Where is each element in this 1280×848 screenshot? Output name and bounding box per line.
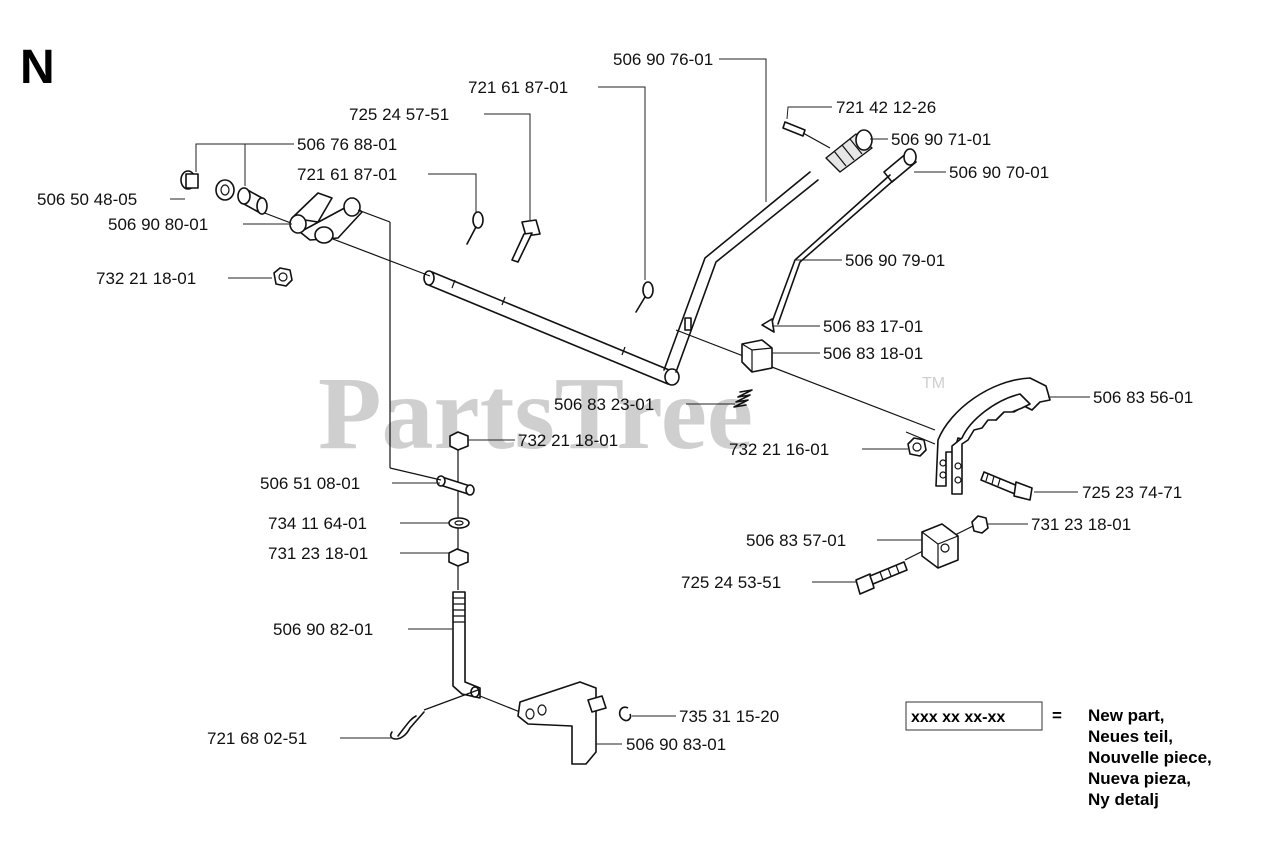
part-label: 506 90 71-01: [891, 130, 991, 149]
part-label: 506 50 48-05: [37, 190, 137, 209]
part-label: 721 42 12-26: [836, 98, 936, 117]
legend: xxx xx xx-xx = New part, Neues teil, Nou…: [905, 701, 1212, 809]
bolt-upper: [511, 219, 541, 263]
hairpin-clip-2: [635, 281, 654, 313]
part-label: 506 83 57-01: [746, 531, 846, 550]
part-labels: 506 90 76-01 721 61 87-01 725 24 57-51 7…: [37, 50, 1193, 754]
part-label: 506 90 83-01: [626, 735, 726, 754]
part-label: 506 90 80-01: [108, 215, 208, 234]
hairpin-bottom: [389, 711, 425, 740]
part-label: 506 51 08-01: [260, 474, 360, 493]
roll-pin: [782, 121, 831, 149]
legend-line: Ny detalj: [1088, 790, 1159, 809]
part-label: 725 24 53-51: [681, 573, 781, 592]
legend-code: xxx xx xx-xx: [911, 709, 1005, 726]
part-label: 506 90 79-01: [845, 251, 945, 270]
bushing-set: [180, 170, 268, 215]
part-label: 506 76 88-01: [297, 135, 397, 154]
hairpin-clip-1: [466, 211, 484, 245]
part-label: 731 23 18-01: [1031, 515, 1131, 534]
part-label: 506 83 23-01: [554, 395, 654, 414]
leader-lines: [170, 58, 1090, 745]
legend-line: Nouvelle piece,: [1088, 748, 1212, 767]
legend-line: Nueva pieza,: [1088, 769, 1191, 788]
pivot-bracket: [289, 192, 363, 244]
notched-sector: [935, 377, 1051, 495]
clamp-bolt: [855, 561, 908, 595]
part-label: 506 83 56-01: [1093, 388, 1193, 407]
sector-nut: [907, 437, 927, 457]
part-label: 506 90 70-01: [949, 163, 1049, 182]
sector-bolt: [980, 471, 1033, 501]
control-lever: [663, 171, 819, 373]
part-label: 506 83 18-01: [823, 344, 923, 363]
link-nut-top: [449, 431, 469, 451]
part-label: 506 90 76-01: [613, 50, 713, 69]
e-clip: [618, 706, 632, 722]
control-rod: [771, 174, 895, 325]
bell-crank: [517, 681, 607, 765]
section-letter: N: [20, 41, 55, 94]
legend-line: Neues teil,: [1088, 727, 1173, 746]
main-shaft: [423, 270, 680, 386]
link-pin: [436, 475, 475, 496]
part-label: 734 11 64-01: [268, 514, 367, 533]
lever-block: [741, 339, 773, 373]
part-label: 735 31 15-20: [679, 707, 779, 726]
washer: [448, 517, 470, 529]
part-label: 732 21 16-01: [729, 440, 829, 459]
legend-box: [905, 701, 1043, 731]
part-label: 506 83 17-01: [823, 317, 923, 336]
part-label: 731 23 18-01: [268, 544, 368, 563]
trademark-symbol: TM: [922, 375, 945, 392]
part-label: 732 21 18-01: [518, 431, 618, 450]
lock-nut-left: [273, 267, 293, 287]
spring: [733, 389, 753, 408]
link-nut-lower: [448, 548, 469, 567]
watermark: PartsTree: [318, 356, 753, 471]
knob: [883, 148, 917, 183]
parts-drawing: [180, 121, 1051, 765]
part-label: 721 61 87-01: [468, 78, 568, 97]
handle-grip: [825, 129, 873, 173]
nut-right: [971, 515, 989, 534]
part-label: 721 61 87-01: [297, 165, 397, 184]
part-label: 506 90 82-01: [273, 620, 373, 639]
part-label: 721 68 02-51: [207, 729, 307, 748]
clamp-block: [921, 523, 959, 569]
part-label: 725 23 74-71: [1082, 483, 1182, 502]
part-label: 725 24 57-51: [349, 105, 449, 124]
legend-equals: =: [1052, 706, 1062, 725]
part-label: 732 21 18-01: [96, 269, 196, 288]
threaded-rod: [452, 591, 481, 699]
legend-line: New part,: [1088, 706, 1165, 725]
